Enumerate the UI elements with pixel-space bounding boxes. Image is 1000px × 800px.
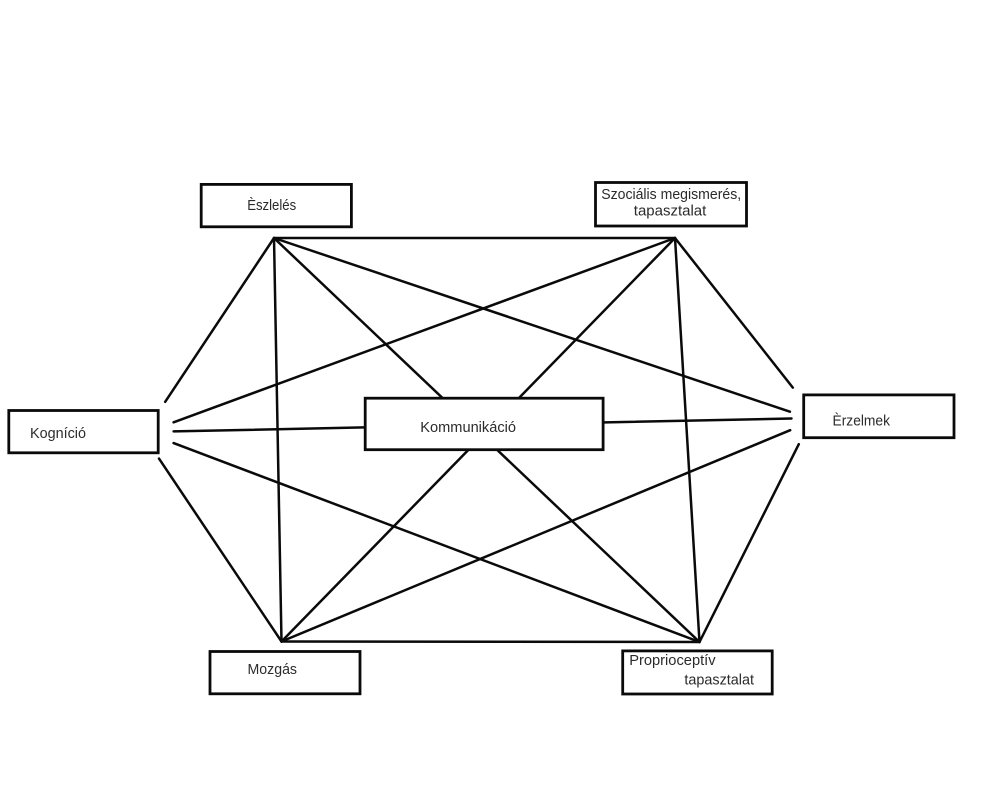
svg-text:Proprioceptív: Proprioceptív bbox=[629, 652, 716, 669]
svg-text:Mozgás: Mozgás bbox=[248, 661, 298, 678]
svg-text:Èszlelés: Èszlelés bbox=[247, 197, 296, 214]
svg-text:Èrzelmek: Èrzelmek bbox=[833, 413, 891, 430]
svg-text:tapasztalat: tapasztalat bbox=[634, 203, 707, 220]
svg-text:Szociális megismerés,: Szociális megismerés, bbox=[601, 186, 741, 203]
svg-text:Kogníció: Kogníció bbox=[30, 425, 86, 442]
svg-text:tapasztalat: tapasztalat bbox=[684, 672, 754, 689]
svg-text:Kommunikáció: Kommunikáció bbox=[420, 419, 516, 436]
